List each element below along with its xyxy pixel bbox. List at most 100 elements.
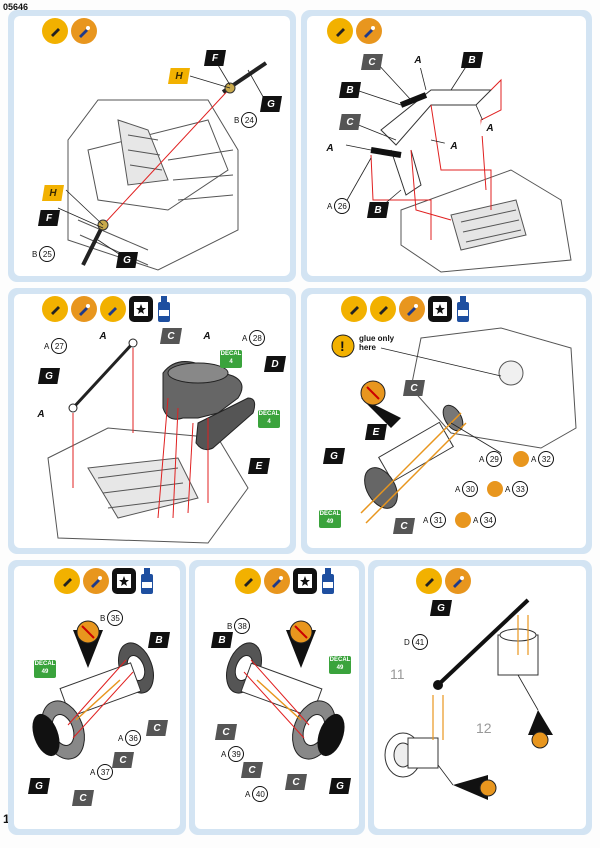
part-label-a-3: A xyxy=(319,140,341,156)
part-label-h-2: H xyxy=(42,185,64,201)
paint-brush-icon xyxy=(264,568,290,594)
part-label-b: B xyxy=(211,632,233,648)
decal-star-icon xyxy=(293,568,317,594)
cement-icon xyxy=(416,568,442,594)
paint-brush-icon xyxy=(445,568,471,594)
step-10-number: 10 xyxy=(306,294,338,325)
part-label-c-2: C xyxy=(112,752,134,768)
part-label-a-2: A xyxy=(479,120,501,136)
decal-softener-bottle-icon xyxy=(455,296,471,322)
step-13-illustration xyxy=(384,598,553,800)
part-label-c-3: C xyxy=(285,774,307,790)
part-label-b-2: B xyxy=(339,82,361,98)
part-label-g: G xyxy=(38,368,60,384)
step-9-illustration xyxy=(47,338,256,544)
cement-icon xyxy=(42,296,68,322)
step-11-icons xyxy=(54,568,155,596)
step-7-number: 7 xyxy=(18,16,34,47)
part-label-g: G xyxy=(323,448,345,464)
part-label-c: C xyxy=(160,328,182,344)
part-label-f-2: F xyxy=(38,210,60,226)
part-label-c: C xyxy=(361,54,383,70)
part-label-c: C xyxy=(403,380,425,396)
part-label-g: G xyxy=(329,778,351,794)
step-10-illustration: ! xyxy=(331,327,577,524)
step-8-panel: 8 C A xyxy=(301,10,592,282)
part-label-g: G xyxy=(430,600,452,616)
paint-brush-2-icon xyxy=(100,296,126,322)
part-label-c-2: C xyxy=(339,114,361,130)
step-7-icons xyxy=(42,18,97,46)
part-label-g: G xyxy=(28,778,50,794)
glue-only-here-note: glue only here xyxy=(359,334,395,352)
part-label-g-2: G xyxy=(116,252,138,268)
step-12-icons xyxy=(235,568,336,596)
decal-star-icon xyxy=(428,296,452,322)
part-label-b: B xyxy=(461,52,483,68)
step-11-number: 11 xyxy=(18,566,48,597)
part-label-g: G xyxy=(260,96,282,112)
part-label-a-4: A xyxy=(443,138,465,154)
part-label-c: C xyxy=(215,724,237,740)
part-label-c-2: C xyxy=(393,518,415,534)
sub-assembly-12-label: 12 xyxy=(476,720,492,736)
step-12-illustration xyxy=(226,620,345,760)
kit-number: 05646 xyxy=(3,2,29,12)
decal-softener-bottle-icon xyxy=(139,568,155,594)
decal-star-icon xyxy=(129,296,153,322)
sub-assembly-11-label: 11 xyxy=(390,666,405,682)
part-label-c: C xyxy=(146,720,168,736)
cement-icon xyxy=(341,296,367,322)
paint-brush-icon xyxy=(399,296,425,322)
part-label-b: B xyxy=(148,632,170,648)
step-9-icons xyxy=(42,296,172,324)
part-label-c-3: C xyxy=(72,790,94,806)
part-label-c-2: C xyxy=(241,762,263,778)
part-label-h: H xyxy=(168,68,190,84)
svg-text:!: ! xyxy=(340,338,345,354)
step-12-number: 12 xyxy=(199,566,231,597)
part-label-a-3: A xyxy=(30,406,52,422)
part-label-e: E xyxy=(248,458,270,474)
decal-star-icon xyxy=(112,568,136,594)
part-label-a: A xyxy=(407,52,429,68)
part-label-e: E xyxy=(365,424,387,440)
decal-softener-bottle-icon xyxy=(320,568,336,594)
paint-brush-icon xyxy=(71,296,97,322)
cement-icon xyxy=(327,18,353,44)
cement-icon xyxy=(42,18,68,44)
paint-brush-icon xyxy=(83,568,109,594)
step-9-number: 9 xyxy=(18,294,34,325)
paint-brush-icon xyxy=(71,18,97,44)
step-8-icons xyxy=(327,18,382,46)
step-10-icons xyxy=(341,296,471,324)
cement-icon xyxy=(54,568,80,594)
part-label-a-2: A xyxy=(196,328,218,344)
